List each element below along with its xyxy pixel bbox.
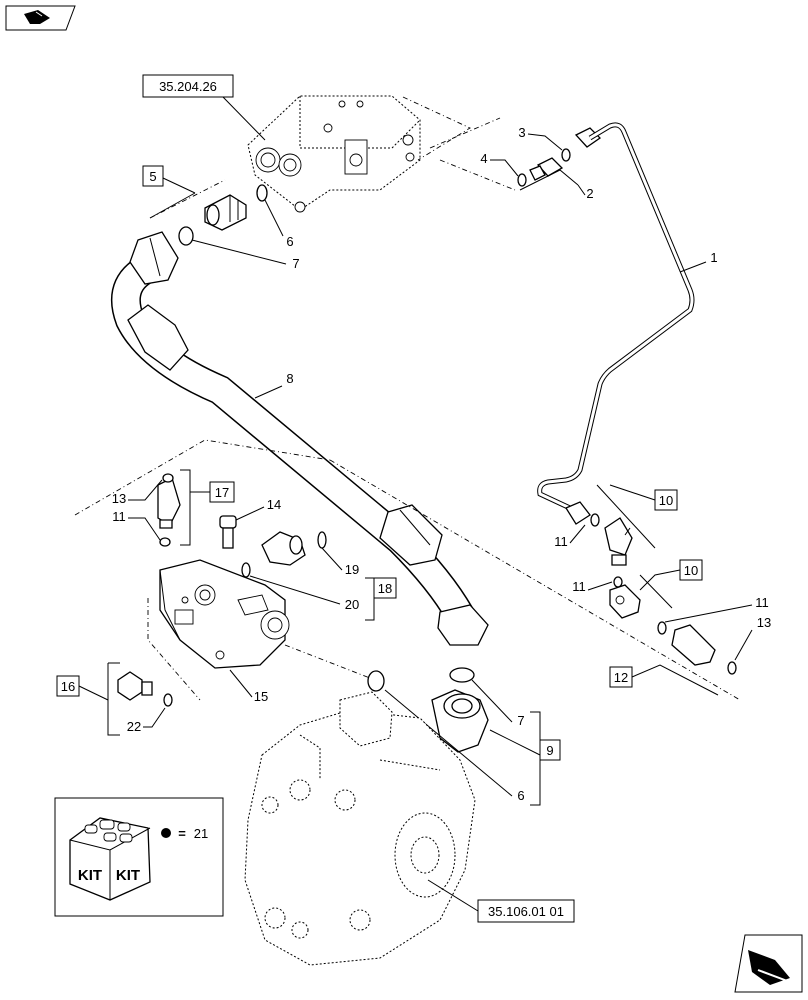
callout-9[interactable]: 9 [546, 743, 553, 758]
kit-label-left: KIT [78, 867, 102, 884]
kit-label-right: KIT [116, 867, 140, 884]
o-ring-7-top [178, 226, 194, 246]
adapter-fitting-5 [204, 194, 247, 231]
callout-7-bottom[interactable]: 7 [517, 713, 524, 728]
seal-11-left [159, 537, 171, 547]
callout-11-b[interactable]: 11 [572, 579, 586, 594]
seal-11-b [613, 576, 623, 588]
hydraulic-pump [244, 691, 476, 966]
callout-6-bottom[interactable]: 6 [517, 788, 524, 803]
seal-4 [517, 173, 527, 187]
o-ring-6 [256, 184, 268, 202]
ref-label-pump[interactable]: 35.106.01 01 [488, 904, 564, 919]
callout-11-left[interactable]: 11 [112, 509, 126, 524]
seal-13 [727, 661, 737, 675]
kit-legend: KIT KIT = 21 [54, 797, 224, 917]
callout-7-top[interactable]: 7 [292, 256, 299, 271]
control-valve-block [247, 95, 421, 213]
callout-13-left[interactable]: 13 [112, 491, 126, 506]
callout-19[interactable]: 19 [345, 562, 359, 577]
seal-11-a [590, 513, 600, 527]
forward-hand-arrow-icon [748, 950, 791, 985]
seal-19 [317, 531, 327, 549]
callout-16[interactable]: 16 [61, 679, 75, 694]
callout-12[interactable]: 12 [614, 670, 628, 685]
callout-6-top[interactable]: 6 [286, 234, 293, 249]
plug-16 [117, 671, 153, 701]
adapter-2 [529, 157, 564, 181]
o-ring-7-bottom [449, 667, 475, 683]
callout-18[interactable]: 18 [378, 581, 392, 596]
elbow-fitting-10-a [604, 517, 633, 566]
elbow-fitting-19 [261, 531, 306, 566]
elbow-fitting-9 [431, 689, 489, 753]
seal-20 [241, 562, 251, 578]
callout-5[interactable]: 5 [149, 169, 156, 184]
kit-box-icon [69, 817, 151, 901]
adapter-12 [671, 624, 716, 666]
callout-21[interactable]: 21 [194, 826, 208, 841]
kit-equals: = [178, 826, 186, 841]
callout-2[interactable]: 2 [586, 186, 593, 201]
valve-block-15 [159, 559, 290, 669]
ref-label-valve[interactable]: 35.204.26 [159, 79, 217, 94]
hydraulic-pipe-1 [537, 122, 695, 511]
check-valve-17 [157, 473, 181, 529]
tube-nut-11 [565, 501, 591, 525]
callout-10-a[interactable]: 10 [659, 493, 673, 508]
callout-11-a[interactable]: 11 [554, 534, 568, 549]
ref-box-valve [142, 74, 234, 98]
callout-8[interactable]: 8 [286, 371, 293, 386]
o-ring-6-bottom [367, 670, 385, 692]
callout-11-c[interactable]: 11 [755, 595, 769, 610]
kit-bullet-icon [161, 828, 171, 838]
callout-1[interactable]: 1 [710, 250, 717, 265]
bolt-14 [219, 515, 237, 549]
back-hand-arrow-icon [24, 10, 50, 24]
seal-11-c [657, 621, 667, 635]
callout-10-b[interactable]: 10 [684, 563, 698, 578]
tube-nut-3 [574, 127, 602, 148]
hydraulic-hose-8 [111, 231, 489, 646]
callout-17[interactable]: 17 [215, 485, 229, 500]
callout-22[interactable]: 22 [127, 719, 141, 734]
callout-13-right[interactable]: 13 [757, 615, 771, 630]
forward-nav-button[interactable] [734, 934, 803, 993]
callout-3[interactable]: 3 [518, 125, 525, 140]
callout-4[interactable]: 4 [480, 151, 487, 166]
seal-3 [561, 148, 571, 162]
elbow-fitting-10-b [609, 584, 641, 619]
callout-14[interactable]: 14 [267, 497, 281, 512]
back-nav-button[interactable] [5, 5, 76, 31]
callout-15[interactable]: 15 [254, 689, 268, 704]
callout-20[interactable]: 20 [345, 597, 359, 612]
seal-22 [163, 693, 173, 707]
